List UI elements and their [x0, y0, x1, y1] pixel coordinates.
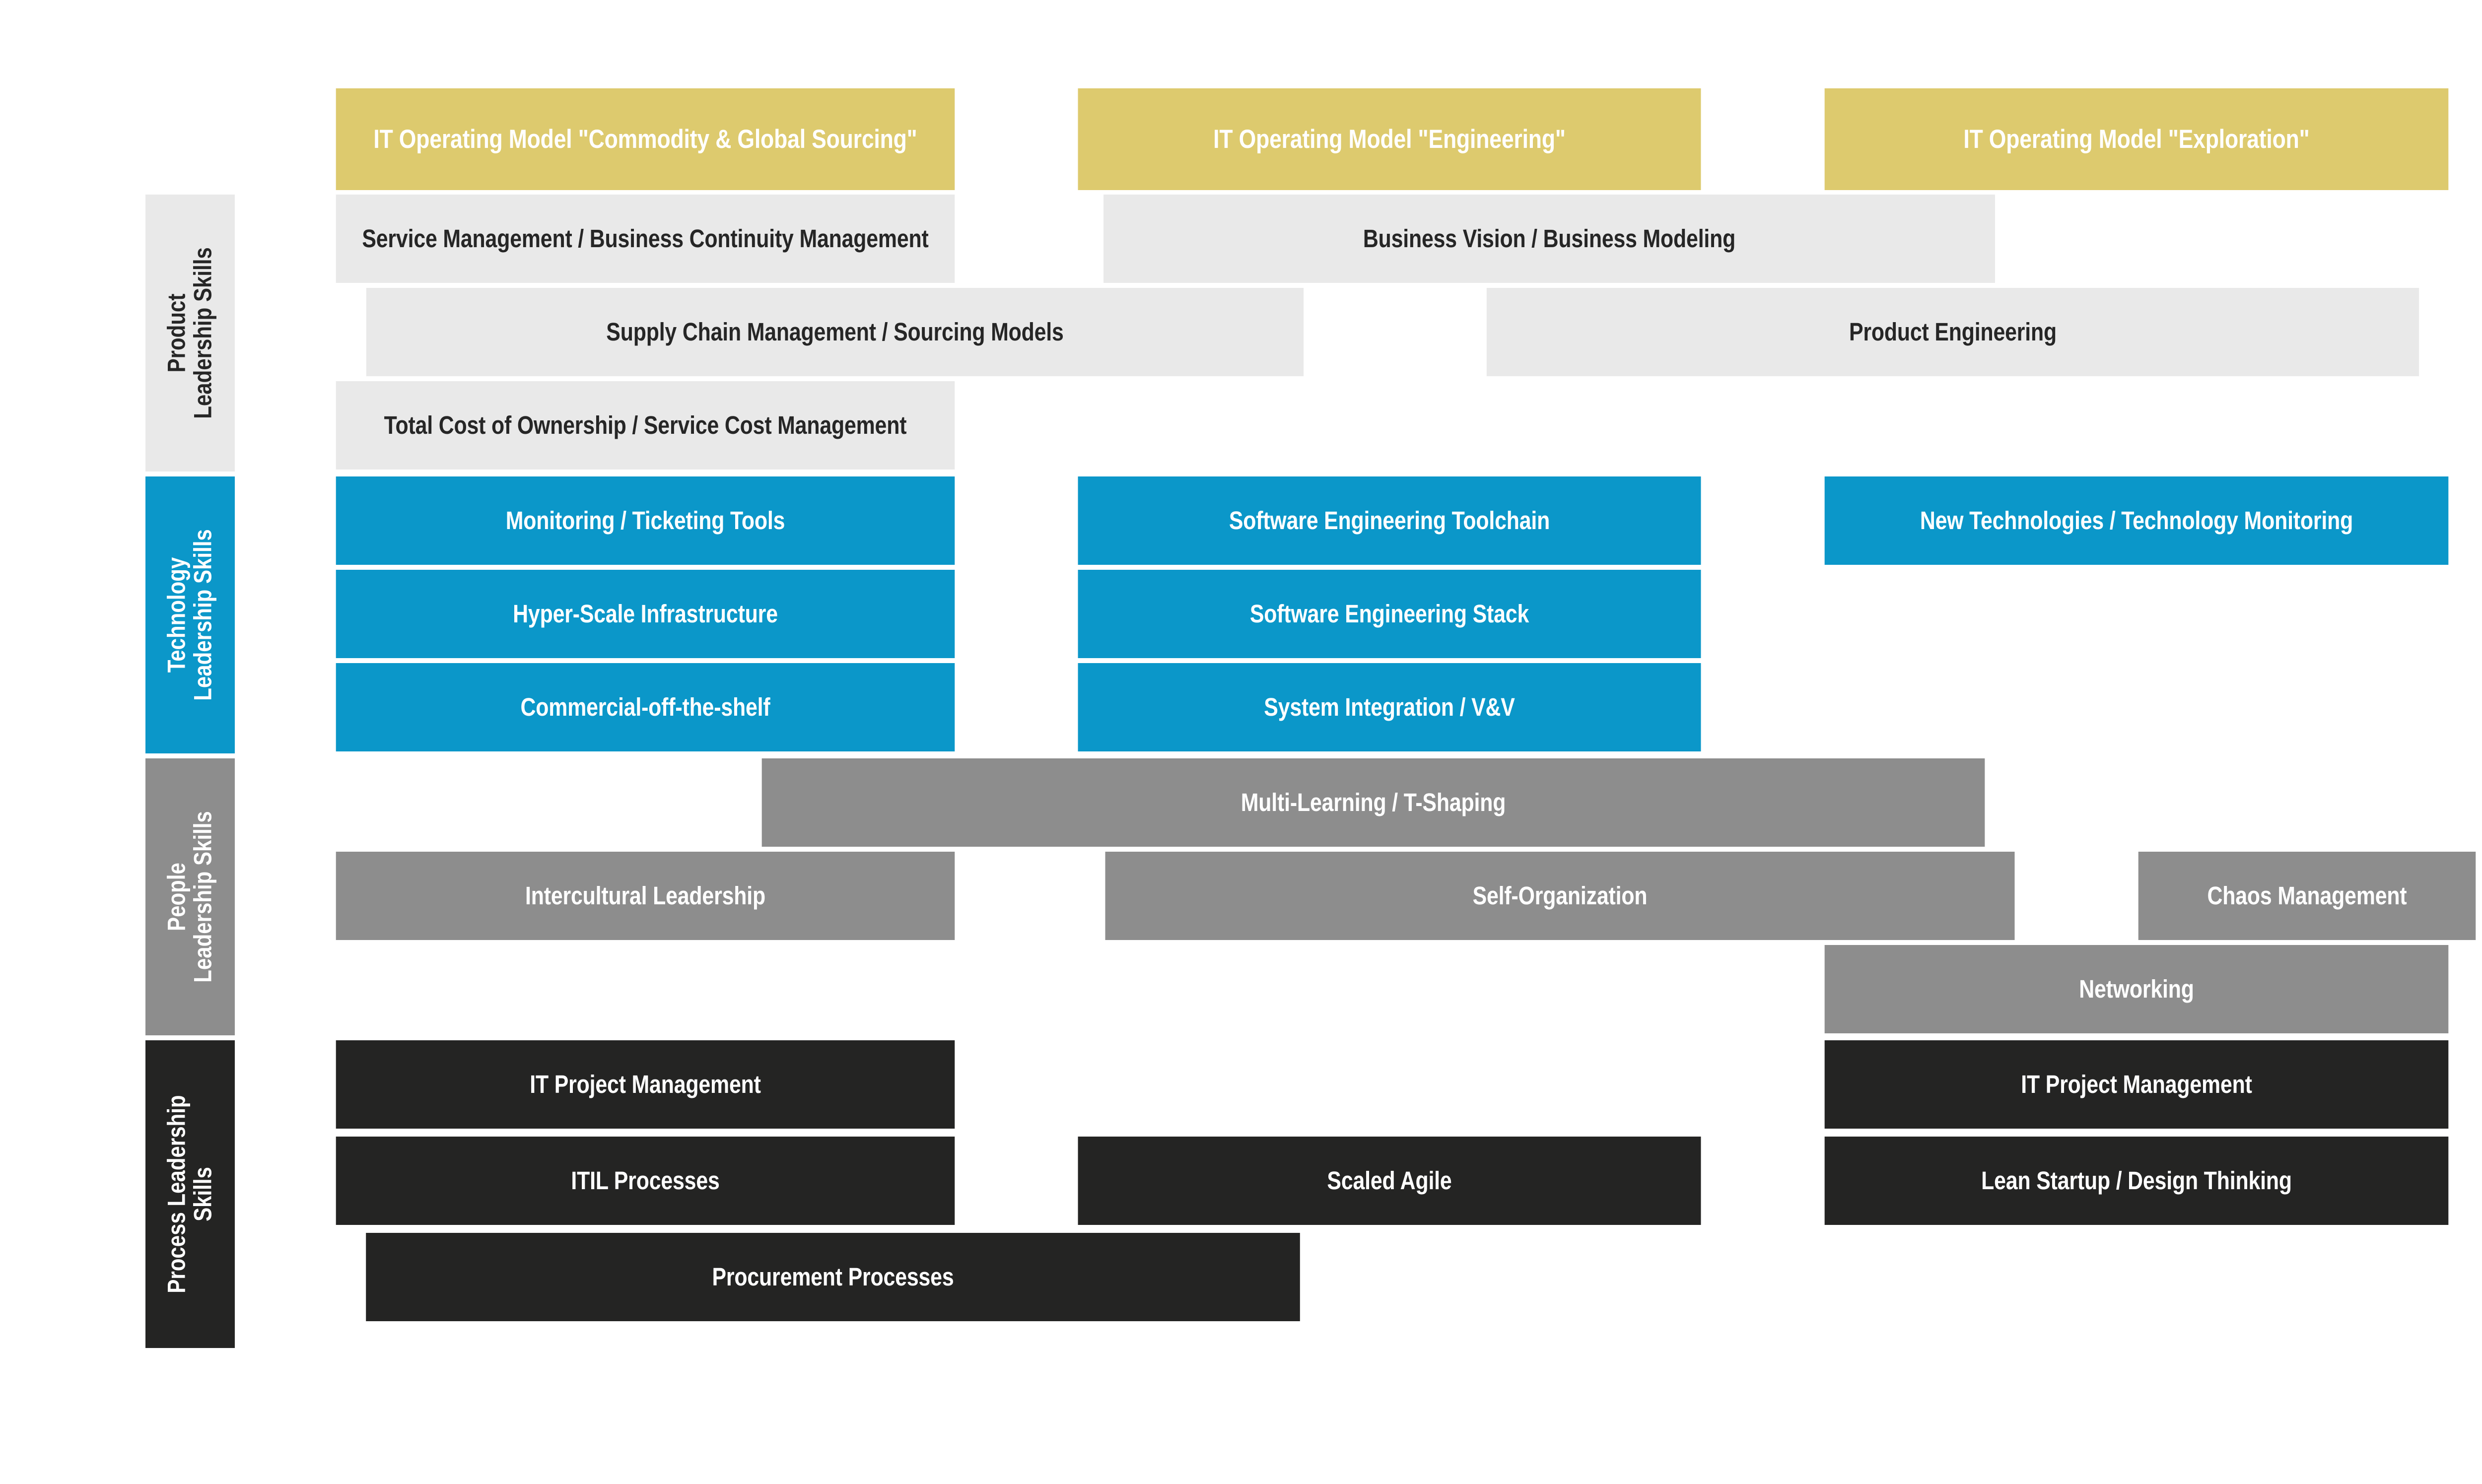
skill-label: Monitoring / Ticketing Tools: [505, 506, 785, 535]
skill-cell-commercial-off-the-shelf: Commercial-off-the-shelf: [336, 663, 955, 751]
skill-cell-hyper-scale-infrastructure: Hyper-Scale Infrastructure: [336, 570, 955, 658]
row-group-label-line1: People: [163, 863, 191, 931]
row-group-label-text: Process Leadership Skills: [163, 1095, 217, 1293]
skill-label: Total Cost of Ownership / Service Cost M…: [384, 411, 907, 440]
row-group-label-product-leadership-skills: Product Leadership Skills: [145, 195, 235, 472]
skill-label: Multi-Learning / T-Shaping: [1241, 788, 1506, 817]
skill-label: Software Engineering Toolchain: [1229, 506, 1550, 535]
skill-label: IT Project Management: [530, 1070, 761, 1099]
skill-label: New Technologies / Technology Monitoring: [1920, 506, 2353, 535]
row-group-label-text: Technology Leadership Skills: [163, 529, 217, 701]
skill-cell-business-vision: Business Vision / Business Modeling: [1103, 195, 1995, 283]
skill-cell-software-engineering-toolchain: Software Engineering Toolchain: [1078, 476, 1701, 565]
row-group-label-text: Product Leadership Skills: [163, 247, 217, 419]
column-header-commodity-global-sourcing: IT Operating Model "Commodity & Global S…: [336, 88, 955, 190]
skill-label: Scaled Agile: [1327, 1166, 1452, 1195]
skill-cell-it-project-management-exploration: IT Project Management: [1824, 1040, 2449, 1129]
column-header-engineering: IT Operating Model "Engineering": [1078, 88, 1701, 190]
skill-label: Procurement Processes: [712, 1263, 954, 1291]
skill-label: IT Project Management: [2021, 1070, 2252, 1099]
skill-cell-intercultural-leadership: Intercultural Leadership: [336, 852, 955, 940]
skill-cell-new-technologies-technology-monitoring: New Technologies / Technology Monitoring: [1824, 476, 2449, 565]
skill-label: Supply Chain Management / Sourcing Model…: [606, 318, 1064, 346]
row-group-label-line1: Product: [163, 293, 191, 373]
skill-cell-chaos-management: Chaos Management: [2138, 852, 2476, 940]
skill-label: ITIL Processes: [571, 1166, 720, 1195]
skill-label: Networking: [2079, 975, 2194, 1004]
column-header-label: IT Operating Model "Engineering": [1213, 124, 1566, 154]
skill-label: System Integration / V&V: [1264, 693, 1515, 722]
row-group-label-people-leadership-skills: People Leadership Skills: [145, 758, 235, 1035]
skill-label: Service Management / Business Continuity…: [362, 224, 929, 253]
skill-cell-total-cost-of-ownership: Total Cost of Ownership / Service Cost M…: [336, 381, 955, 470]
row-group-label-line2: Skills: [189, 1167, 217, 1221]
skill-label: Lean Startup / Design Thinking: [1981, 1166, 2292, 1195]
skill-label: Chaos Management: [2207, 881, 2407, 910]
skill-cell-itil-processes: ITIL Processes: [336, 1137, 955, 1225]
column-header-exploration: IT Operating Model "Exploration": [1824, 88, 2449, 190]
skill-label: Self-Organization: [1472, 881, 1648, 910]
skill-cell-it-project-management-commodity: IT Project Management: [336, 1040, 955, 1129]
row-group-label-technology-leadership-skills: Technology Leadership Skills: [145, 476, 235, 753]
skill-cell-product-engineering: Product Engineering: [1486, 288, 2419, 376]
row-group-label-text: People Leadership Skills: [163, 811, 217, 983]
row-group-label-process-leadership-skills: Process Leadership Skills: [145, 1040, 235, 1348]
skill-cell-system-integration-vv: System Integration / V&V: [1078, 663, 1701, 751]
column-header-label: IT Operating Model "Exploration": [1963, 124, 2310, 154]
skill-label: Hyper-Scale Infrastructure: [513, 600, 778, 628]
skill-cell-self-organization: Self-Organization: [1105, 852, 2015, 940]
row-group-label-line2: Leadership Skills: [189, 529, 217, 701]
skill-cell-networking: Networking: [1824, 945, 2449, 1033]
row-group-label-line1: Technology: [163, 557, 191, 673]
skill-cell-supply-chain-management: Supply Chain Management / Sourcing Model…: [366, 288, 1304, 376]
row-group-label-line2: Leadership Skills: [189, 247, 217, 419]
skill-cell-software-engineering-stack: Software Engineering Stack: [1078, 570, 1701, 658]
skill-label: Commercial-off-the-shelf: [520, 693, 770, 722]
skill-label: Business Vision / Business Modeling: [1363, 224, 1736, 253]
skill-cell-lean-startup-design-thinking: Lean Startup / Design Thinking: [1824, 1137, 2449, 1225]
skill-cell-procurement-processes: Procurement Processes: [366, 1233, 1300, 1321]
skill-label: Software Engineering Stack: [1249, 600, 1529, 628]
skill-label: Intercultural Leadership: [525, 881, 765, 910]
skill-cell-scaled-agile: Scaled Agile: [1078, 1137, 1701, 1225]
row-group-label-line2: Leadership Skills: [189, 811, 217, 983]
skill-cell-multi-learning-t-shaping: Multi-Learning / T-Shaping: [761, 758, 1985, 847]
row-group-label-line1: Process Leadership: [163, 1095, 191, 1293]
skill-cell-monitoring-ticketing-tools: Monitoring / Ticketing Tools: [336, 476, 955, 565]
skill-label: Product Engineering: [1849, 318, 2057, 346]
skill-cell-service-management: Service Management / Business Continuity…: [336, 195, 955, 283]
column-header-label: IT Operating Model "Commodity & Global S…: [373, 124, 917, 154]
